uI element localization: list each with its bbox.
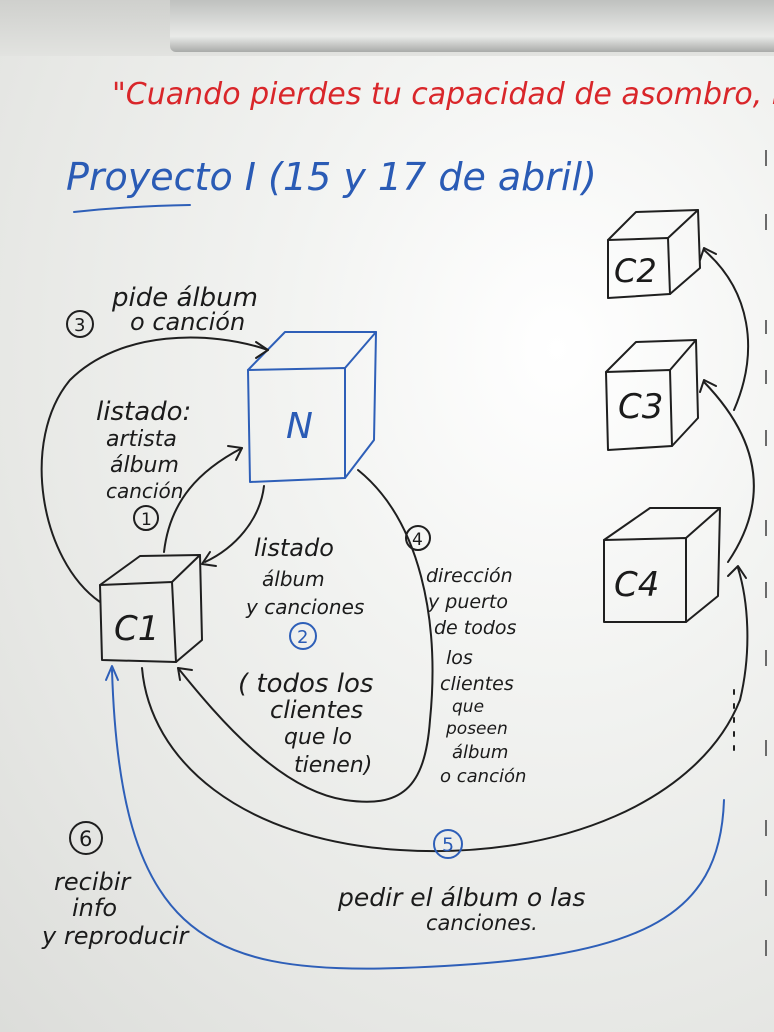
step-1-line-3: álbum — [110, 453, 179, 478]
node-c2-label: C2 — [614, 252, 657, 290]
step-1-line-4: canción — [106, 479, 183, 503]
step-2-note-4: tienen) — [294, 753, 372, 778]
arrowhead-step-6 — [105, 665, 119, 681]
svg-text:3: 3 — [74, 315, 85, 336]
step-4-line-2: y puerto — [427, 591, 508, 613]
node-c1-cube — [99, 554, 203, 663]
arrowhead-step-5-c4 — [727, 565, 747, 579]
step-6-line-2: info — [72, 894, 117, 922]
svg-text:6: 6 — [79, 827, 92, 851]
arrow-step-4 — [177, 469, 434, 803]
step-2-note-2: clientes — [270, 696, 363, 724]
whiteboard-surface — [0, 56, 774, 1032]
arrowhead-step-2 — [201, 551, 217, 567]
arrowhead-step-3 — [255, 341, 269, 359]
step-2-note-1: ( todos los — [238, 669, 373, 699]
step-4-line-1: dirección — [426, 565, 513, 587]
svg-text:4: 4 — [412, 530, 423, 550]
node-c4-label: C4 — [614, 565, 659, 605]
step-4-badge: 4 — [405, 525, 431, 551]
step-2-line-2: álbum — [262, 567, 325, 591]
step-4-line-9: o canción — [440, 766, 526, 787]
node-c3-label: C3 — [618, 387, 663, 427]
arrow-step-3 — [40, 336, 269, 603]
node-c1-label: C1 — [114, 609, 159, 649]
arrow-step-2 — [204, 485, 265, 563]
step-6-badge: 6 — [69, 821, 103, 855]
step-6-line-1: recibir — [54, 868, 132, 896]
svg-text:1: 1 — [141, 510, 152, 530]
marker-tray — [170, 0, 774, 52]
node-n-label: N — [286, 406, 313, 447]
svg-text:5: 5 — [442, 834, 454, 856]
step-1-badge: 1 — [133, 505, 159, 531]
step-1-line-2: artista — [106, 427, 177, 452]
step-2-badge: 2 — [289, 622, 317, 650]
heading-underline — [73, 204, 191, 213]
svg-text:2: 2 — [297, 627, 308, 648]
node-c3-cube — [605, 339, 699, 451]
arrowhead-step-4 — [177, 667, 193, 681]
node-c4-cube — [603, 507, 721, 623]
step-3-badge: 3 — [66, 310, 94, 338]
step-5-line-2: canciones. — [426, 911, 538, 935]
arrowhead-step-1 — [227, 445, 243, 461]
arrow-step-1 — [163, 447, 243, 553]
step-4-line-5: clientes — [440, 673, 514, 695]
step-4-line-8: álbum — [452, 742, 508, 763]
step-4-line-4: los — [446, 647, 473, 669]
arrow-step-5 — [141, 567, 749, 852]
step-4-line-6: que — [452, 697, 484, 717]
arrow-step-6 — [111, 669, 725, 970]
step-5-line-1: pedir el álbum o las — [337, 883, 585, 912]
step-2-line-3: y canciones — [245, 595, 364, 619]
arrowhead-c2 — [699, 247, 717, 261]
quote-text: "Cuando pierdes tu capacidad de asombro,… — [112, 77, 774, 112]
arrowhead-c3 — [699, 379, 717, 393]
project-heading: Proyecto I (15 y 17 de abril) — [66, 155, 597, 199]
step-4-line-3: de todos — [434, 617, 517, 639]
step-3-line-2: o canción — [130, 308, 245, 336]
arrow-c3-c2 — [703, 249, 750, 411]
step-3-line-1: pide álbum — [111, 283, 258, 313]
step-2-note-3: que lo — [284, 725, 352, 750]
step-5-badge: 5 — [433, 829, 463, 859]
step-6-line-3: y reproducir — [41, 922, 191, 950]
step-1-line-1: listado: — [96, 397, 191, 427]
arrow-c4-c3 — [703, 381, 755, 563]
node-c2-cube — [607, 209, 701, 299]
step-4-line-7: poseen — [445, 719, 508, 739]
step-2-line-1: listado — [254, 534, 334, 562]
